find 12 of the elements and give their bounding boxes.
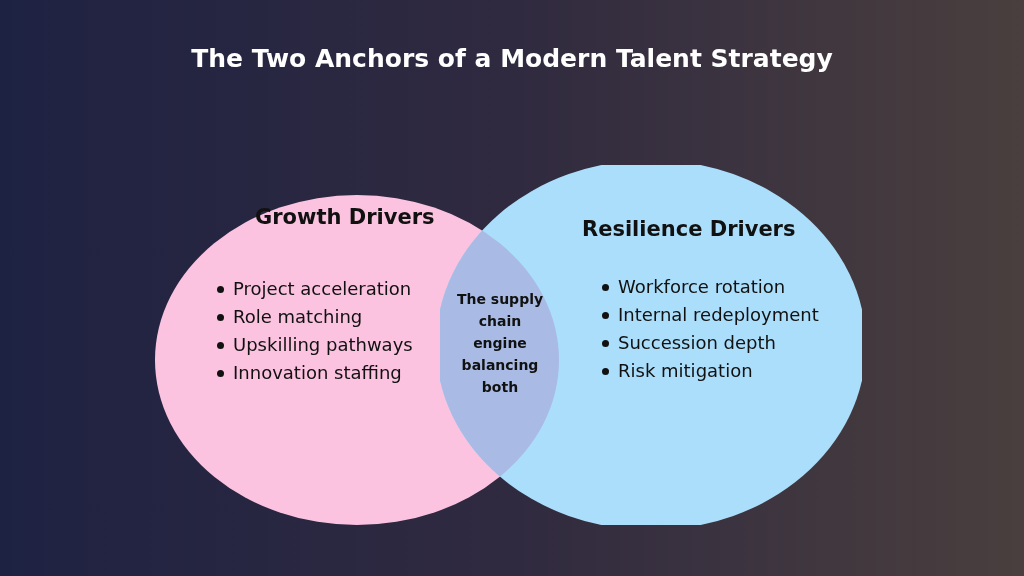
overlap-text: The supply chain engine balancing both: [455, 290, 545, 397]
bullet-item: Succession depth: [618, 331, 776, 355]
bullet-item: Role matching: [233, 305, 363, 329]
circle-heading: Growth Drivers: [255, 205, 435, 229]
bullet-item: Project acceleration: [233, 277, 412, 301]
bullet-item: Internal redeployment: [618, 303, 819, 327]
bullet-item: Risk mitigation: [618, 359, 753, 383]
title: The Two Anchors of a Modern Talent Strategy: [190, 44, 834, 73]
bullet-item: Workforce rotation: [618, 275, 786, 299]
circle-heading: Resilience Drivers: [582, 217, 796, 241]
bullet-item: Upskilling pathways: [233, 333, 413, 357]
bullet-item: Innovation staffing: [233, 361, 402, 385]
